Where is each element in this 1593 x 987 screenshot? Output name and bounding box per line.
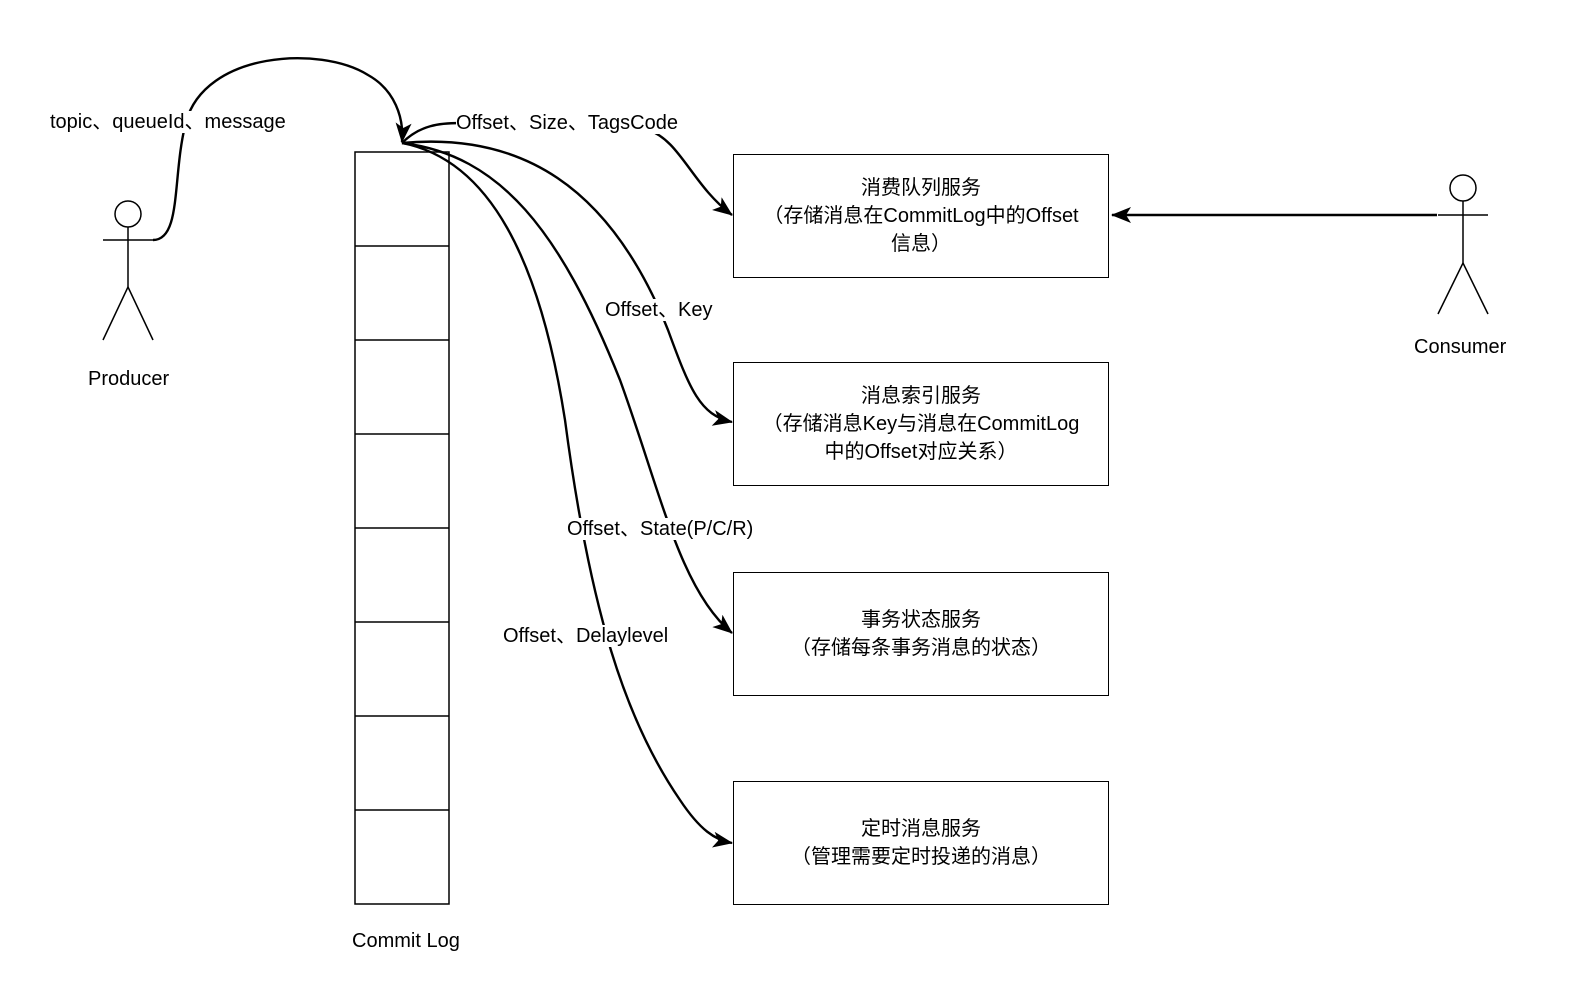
log-to-transaction-arrow — [401, 141, 733, 634]
schedule-flow-label: Offset、Delaylevel — [503, 625, 669, 647]
consume-queue-service-desc-1: （存储消息在CommitLog中的Offset — [763, 205, 1079, 227]
index-service-desc-2: 中的Offset对应关系） — [824, 441, 1018, 463]
log-to-consume-queue-arrow — [647, 128, 733, 216]
consume-queue-service-box: 消费队列服务 （存储消息在CommitLog中的Offset 信息） — [733, 154, 1109, 278]
consumer-label: Consumer — [1414, 336, 1507, 358]
schedule-service-title: 定时消息服务 — [861, 818, 981, 840]
transaction-service-box: 事务状态服务 （存储每条事务消息的状态） — [733, 572, 1109, 696]
schedule-service-desc: （管理需要定时投递的消息） — [791, 846, 1051, 868]
commit-log-column — [354, 151, 450, 905]
transaction-service-title: 事务状态服务 — [861, 609, 981, 631]
transaction-service-desc: （存储每条事务消息的状态） — [791, 637, 1051, 659]
producer-to-log-arrow — [152, 57, 412, 242]
consumer-figure — [1437, 174, 1489, 315]
producer-label: Producer — [88, 368, 170, 390]
log-to-schedule-arrow — [401, 141, 733, 848]
log-to-consume-queue-ref — [401, 121, 461, 144]
schedule-service-box: 定时消息服务 （管理需要定时投递的消息） — [733, 781, 1109, 905]
consume-queue-service-desc-2: 信息） — [891, 233, 951, 255]
transaction-flow-label: Offset、State(P/C/R) — [567, 518, 754, 540]
index-flow-label: Offset、Key — [605, 299, 713, 321]
producer-flow-label: topic、queueId、message — [50, 111, 286, 133]
index-service-title: 消息索引服务 — [861, 385, 981, 407]
log-to-index-arrow — [401, 140, 733, 426]
commit-log-label: Commit Log — [352, 930, 460, 952]
consume-queue-service-title: 消费队列服务 — [861, 177, 981, 199]
consume-queue-flow-label: Offset、Size、TagsCode — [456, 112, 678, 134]
producer-figure — [102, 200, 154, 341]
index-service-box: 消息索引服务 （存储消息Key与消息在CommitLog 中的Offset对应关… — [733, 362, 1109, 486]
index-service-desc-1: （存储消息Key与消息在CommitLog — [762, 413, 1080, 435]
